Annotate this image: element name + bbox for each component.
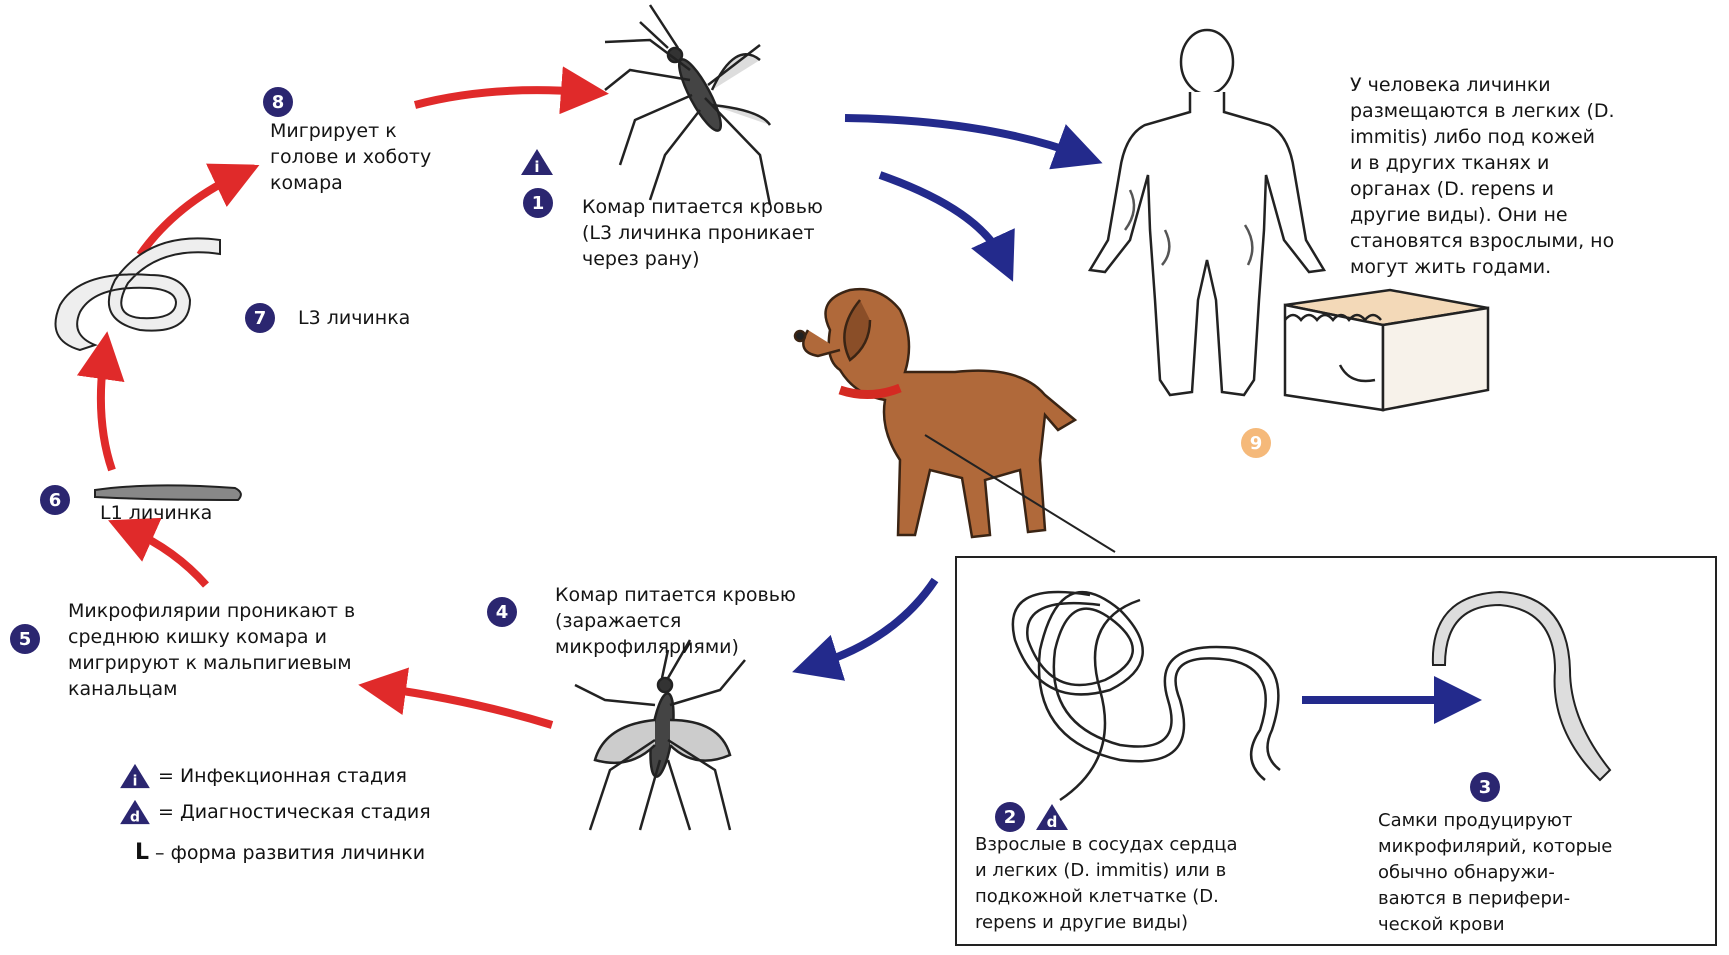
step-2-text: Взрослые в сосудах сердца и легких (D. i… bbox=[975, 832, 1238, 936]
step-badge-6: 6 bbox=[40, 485, 70, 515]
mosquito-icon bbox=[605, 5, 770, 205]
infective-stage-icon: i bbox=[520, 148, 554, 176]
step-badge-2: 2 bbox=[995, 802, 1025, 832]
mosquito-icon bbox=[575, 640, 745, 830]
svg-text:d: d bbox=[130, 809, 140, 825]
step-badge-8: 8 bbox=[263, 87, 293, 117]
legend-larva-label: – форма развития личинки bbox=[155, 840, 425, 866]
worm-icon bbox=[56, 238, 221, 350]
step-badge-9: 9 bbox=[1241, 428, 1271, 458]
arrow-mosquito-to-5 bbox=[382, 688, 552, 725]
step-badge-5: 5 bbox=[10, 624, 40, 654]
step-9-text: У человека личинки размещаются в легких … bbox=[1350, 72, 1615, 280]
infective-stage-icon: i bbox=[118, 763, 152, 789]
step-6-text: L1 личинка bbox=[100, 500, 212, 526]
step-5-text: Микрофилярии проникают в среднюю кишку к… bbox=[68, 598, 355, 702]
diagnostic-stage-icon: d bbox=[118, 799, 152, 825]
step-8-text: Мигрирует к голове и хоботу комара bbox=[270, 118, 431, 196]
svg-text:i: i bbox=[133, 773, 138, 789]
legend-larva-symbol: L bbox=[135, 840, 149, 866]
svg-text:d: d bbox=[1047, 813, 1058, 831]
worm-icon bbox=[95, 485, 241, 500]
step-1-text: Комар питается кровью (L3 личинка проник… bbox=[582, 194, 823, 272]
arrow-6-to-7 bbox=[101, 355, 112, 470]
legend-infective-label: = Инфекционная стадия bbox=[158, 763, 407, 789]
arrow-8-to-mosquito bbox=[415, 90, 585, 105]
arrow-dog-to-mosquito bbox=[815, 580, 935, 665]
step-badge-1: 1 bbox=[523, 188, 553, 218]
arrow-5-to-6 bbox=[130, 530, 206, 585]
legend-infective: i = Инфекционная стадия bbox=[118, 763, 407, 789]
svg-text:i: i bbox=[534, 158, 539, 176]
diagnostic-stage-icon: d bbox=[1035, 803, 1069, 831]
step-badge-7: 7 bbox=[245, 303, 275, 333]
legend-diagnostic: d = Диагностическая стадия bbox=[118, 799, 431, 825]
skin-section-icon bbox=[1285, 290, 1488, 410]
step-7-text: L3 личинка bbox=[298, 305, 410, 331]
step-badge-4: 4 bbox=[487, 597, 517, 627]
arrow-mosquito-to-dog bbox=[880, 175, 1003, 260]
step-4-text: Комар питается кровью (заражается микроф… bbox=[555, 582, 796, 660]
step-badge-3: 3 bbox=[1470, 772, 1500, 802]
step-3-text: Самки продуцируют микрофилярий, которые … bbox=[1378, 808, 1612, 938]
legend-larva: L – форма развития личинки bbox=[135, 840, 425, 866]
dog-icon bbox=[795, 289, 1075, 537]
legend-diagnostic-label: = Диагностическая стадия bbox=[158, 799, 431, 825]
arrow-mosquito-to-human bbox=[845, 118, 1080, 155]
